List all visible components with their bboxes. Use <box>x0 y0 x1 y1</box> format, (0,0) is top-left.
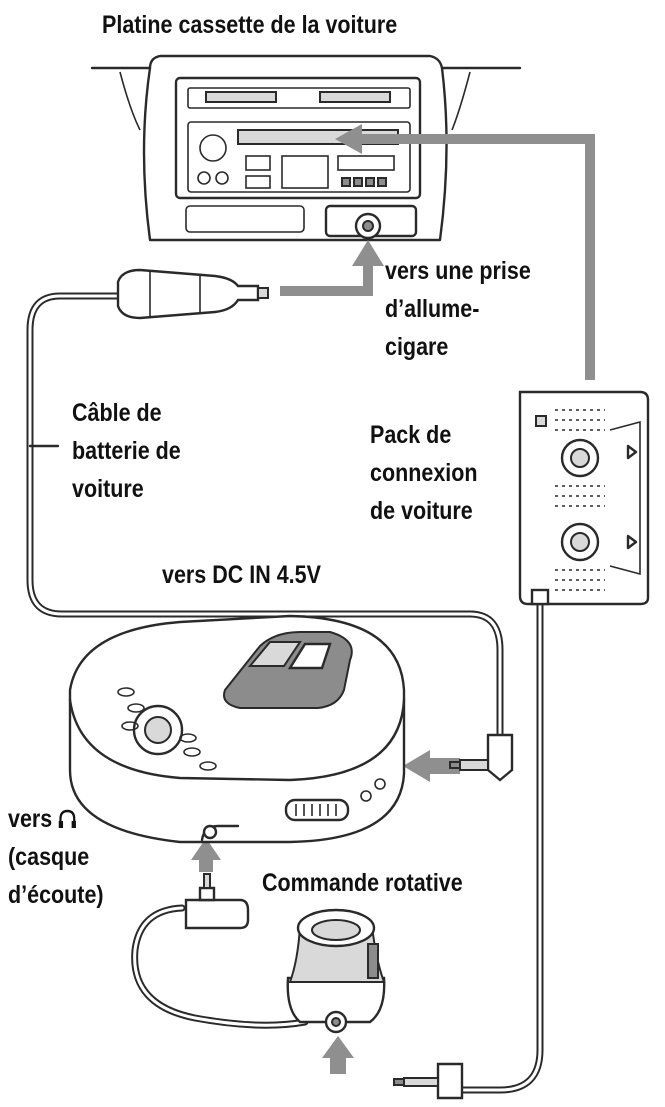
label-headphones-line: vers <box>8 800 104 838</box>
connection-arrows <box>191 124 595 1074</box>
battery-cord <box>26 268 514 782</box>
label-remote-control: Commande rotative <box>262 869 463 897</box>
cd-walkman <box>68 614 406 844</box>
car-connecting-pack <box>456 390 650 1094</box>
remote-control <box>131 873 464 1100</box>
label-headphones: vers (casque d’écoute) <box>8 800 104 914</box>
label-dc-in: vers DC IN 4.5V <box>162 561 321 589</box>
label-car-connecting-pack: Pack de connexion de voiture <box>370 421 478 525</box>
label-cigarette-lighter-socket: vers une prise d’allume- cigare <box>385 257 531 361</box>
car-cassette-deck <box>90 54 522 242</box>
label-car-battery-cord: Câble de batterie de voiture <box>72 399 181 503</box>
headphones-icon <box>59 809 77 828</box>
label-car-cassette-deck: Platine cassette de la voiture <box>102 11 398 39</box>
